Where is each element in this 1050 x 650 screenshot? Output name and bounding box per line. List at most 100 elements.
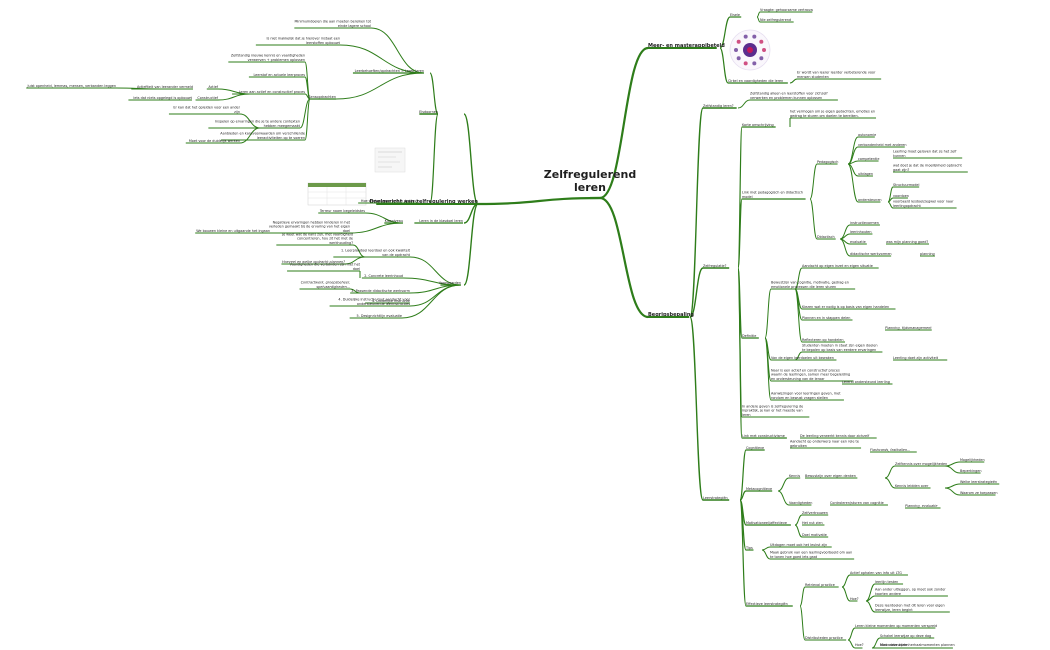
topic-wordt[interactable]: Er wordt van leerer leerder verbeterende… (797, 71, 882, 80)
topic-v1a[interactable]: Je weet wat de kans zijn, met vaardighei… (276, 232, 353, 246)
topic-tips[interactable]: Tips (745, 546, 754, 551)
topic-terug[interactable]: Terreur naam begeleidstes (318, 209, 365, 214)
topic-dis1[interactable]: Leren kleine momenten op momenten verspr… (855, 624, 937, 629)
topic-ped[interactable]: Pedagogisch (817, 160, 838, 165)
topic-actief[interactable]: Actief (206, 85, 219, 90)
central-topic[interactable]: Zelfregulerend leren (544, 168, 636, 194)
topic-onder[interactable]: ondersteunen (858, 198, 882, 203)
topic-structuur[interactable]: Structuurmodel (893, 183, 919, 188)
topic-lerendeklas[interactable]: Leren in de klasdoel leren (414, 219, 463, 224)
topic-definitie[interactable]: Definitie (742, 334, 759, 339)
topic-v2[interactable]: 2. Concrete leerinhoud (361, 274, 403, 279)
topic-beperking[interactable]: Beperkingen (960, 469, 982, 474)
topic-vaardig[interactable]: Vaardigheden (789, 501, 812, 506)
topic-uitd-desc[interactable]: wat doet je dat de moeilijkheid opbracht… (893, 164, 968, 173)
topic-zelfstandig2[interactable]: Zelfstandig nieuwe kennis en vaardighede… (228, 54, 305, 63)
topic-kennis[interactable]: Kennis (789, 474, 800, 479)
topic-ekeldoorn[interactable]: Elsdoornen (419, 110, 438, 115)
topic-kennis-leren[interactable]: Kennis leidden over (895, 484, 931, 489)
topic-tip1[interactable]: Uitdagen moet ook het leukst zijn (770, 543, 832, 548)
topic-leerbeh[interactable]: Leerbehoeften/opdrachten = Leren leren (352, 69, 424, 74)
topic-v5[interactable]: 5. Designrichtlijn evaluatie (349, 314, 402, 319)
topic-hoe1[interactable]: Hoe? (850, 597, 859, 602)
topic-welke[interactable]: Welke leerstrategieën (960, 480, 1000, 485)
topic-evaluatie-desc[interactable]: was mijn planning goed? (886, 240, 930, 245)
topic-leeraanp[interactable]: Leren aan actief en constructief proces (232, 90, 305, 95)
topic-v3[interactable]: 3. Passende didactische werkvorm (350, 289, 411, 294)
topic-evaluatie[interactable]: evaluatie (850, 240, 867, 245)
topic-webouwen[interactable]: We bouwen kleine en uitgaande het ingaan (195, 229, 270, 234)
topic-d1[interactable]: Aandacht op eigen inzet en eigen situati… (802, 264, 879, 269)
topic-begrip[interactable]: Begripsbepaling (648, 312, 694, 318)
topic-comp[interactable]: competentie (858, 157, 879, 162)
topic-voorwaarden[interactable]: Voorwaarden (439, 281, 461, 286)
topic-eff[interactable]: Effectieve leerstrategiën (746, 602, 793, 607)
topic-zelfvert[interactable]: Zelfvertrouwen (802, 511, 829, 516)
topic-planning[interactable]: planning (920, 252, 935, 257)
topic-ret1[interactable]: Actief ophalen van info uit LTG (850, 571, 908, 576)
topic-cirkel[interactable]: Cirkel en vaardigheden die leren (728, 79, 788, 84)
topic-d4[interactable]: Plannen en in stappen delen (802, 316, 853, 321)
topic-zelfstandig[interactable]: Zelfstandig leren? (703, 104, 737, 109)
topic-leerstrat[interactable]: Leerstrategiën (703, 496, 730, 501)
topic-interesse[interactable]: Het nut zien (802, 521, 825, 526)
topic-v3a[interactable]: Contractwerk, groepsbeheer,spelvaardighe… (299, 281, 350, 290)
topic-nie[interactable]: Nie zelfregulerend (760, 18, 794, 23)
topic-plan-ev[interactable]: Planning, evaluatie (905, 504, 941, 509)
topic-sens[interactable]: Sensopdrachten (308, 95, 336, 100)
topic-hoe-werken[interactable]: Hoe werken we er aan in de klas? (358, 199, 418, 204)
topic-d3[interactable]: Kiezen wat er nodig is op basis van eige… (802, 305, 896, 310)
topic-motiv[interactable]: Motivationeel/affectieve (746, 521, 791, 526)
topic-doelmotiv[interactable]: Doel motivatie (802, 533, 829, 538)
topic-d7-desc[interactable]: Studenten moeten in staat zijn eigen doe… (802, 344, 883, 353)
topic-klasniveau[interactable]: Klasniveau (384, 219, 403, 224)
topic-auto[interactable]: autonomie (858, 133, 876, 138)
topic-h4[interactable]: Schakel leerwijze op deze dag (880, 634, 935, 639)
topic-distrib[interactable]: Distributeden practice (805, 636, 847, 641)
topic-retrieval[interactable]: Retrieval practice (805, 583, 839, 588)
topic-h6[interactable]: Niet onderwijzen (880, 643, 910, 649)
topic-h1[interactable]: leerlijn testen (875, 580, 904, 585)
topic-d7-res[interactable]: Leerling doet zijn activiteit (893, 356, 948, 361)
topic-act-desc[interactable]: Actiefiteit van leerander vermeld (131, 85, 193, 90)
topic-minimum[interactable]: Minimumdoelen die aan moeten bereiken to… (294, 20, 372, 29)
topic-didact-werk[interactable]: didactische werkvormen (850, 252, 892, 257)
topic-juist[interactable]: Juist openheid, lemmas, mensen, verbande… (26, 84, 116, 89)
topic-meta[interactable]: Metacognitieve (746, 487, 773, 492)
topic-aanbieden[interactable]: Aanbieden en kansvoorwaarden om verschil… (220, 132, 305, 141)
topic-construct-desc[interactable]: Iets dat niets opgelegd is opbouwt (128, 96, 193, 101)
topic-meer[interactable]: Meer- en masterappjbeteld (648, 43, 725, 49)
topic-v1[interactable]: 1. Leerplandoel leerdoel en ook kwalitei… (333, 249, 411, 258)
topic-eisele[interactable]: Eisele (730, 13, 742, 18)
topic-negatieve[interactable]: Negatieve ervaringen hebben kinderen in … (263, 220, 351, 234)
topic-uitd[interactable]: uitdagen (858, 172, 873, 177)
topic-zelfregulatie[interactable]: Zelfregulatie? (703, 264, 730, 269)
topic-inspelen[interactable]: Inspelen op ervaringen die je te andere … (208, 120, 301, 129)
topic-instructie[interactable]: instructievormen (850, 221, 880, 226)
topic-leerinh[interactable]: leerinhouten (850, 230, 873, 235)
topic-d5[interactable]: Planning, tijdsmanagement (885, 326, 932, 331)
topic-d6[interactable]: Reflecteren op handelen (802, 338, 846, 343)
topic-d7[interactable]: Van de eigen leerdoelen uit bewaken (771, 356, 837, 361)
topic-bewust[interactable]: Bewustzijn over eigen denken (805, 474, 858, 479)
topic-voordoen[interactable]: voordoen (893, 194, 909, 199)
topic-waarom[interactable]: Waarom ze toepassen (960, 491, 998, 496)
topic-d8[interactable]: Naar is een actief en constructief proce… (771, 368, 854, 382)
topic-tip2[interactable]: Maak gebruik van een leerlingvoorbeeld o… (770, 551, 855, 560)
topic-v4[interactable]: 4. Duidelijke instructie (365, 299, 410, 304)
topic-didact[interactable]: Didactisch (817, 235, 836, 240)
topic-korte[interactable]: Korte omschrijving (742, 123, 776, 128)
topic-vraagte[interactable]: Vraagte: gehoorzame vertrouw (760, 8, 813, 13)
topic-v4a[interactable]: 4. Duidelijke instructie tout aandacht v… (329, 298, 411, 307)
topic-h3[interactable]: Deze leerdoelen met dit leren voor eigen… (875, 604, 950, 613)
topic-controle[interactable]: Controleren/sturen van cognitie (830, 501, 888, 506)
topic-ledenkeus[interactable]: Leerstof en actuele leerproces (248, 73, 305, 78)
